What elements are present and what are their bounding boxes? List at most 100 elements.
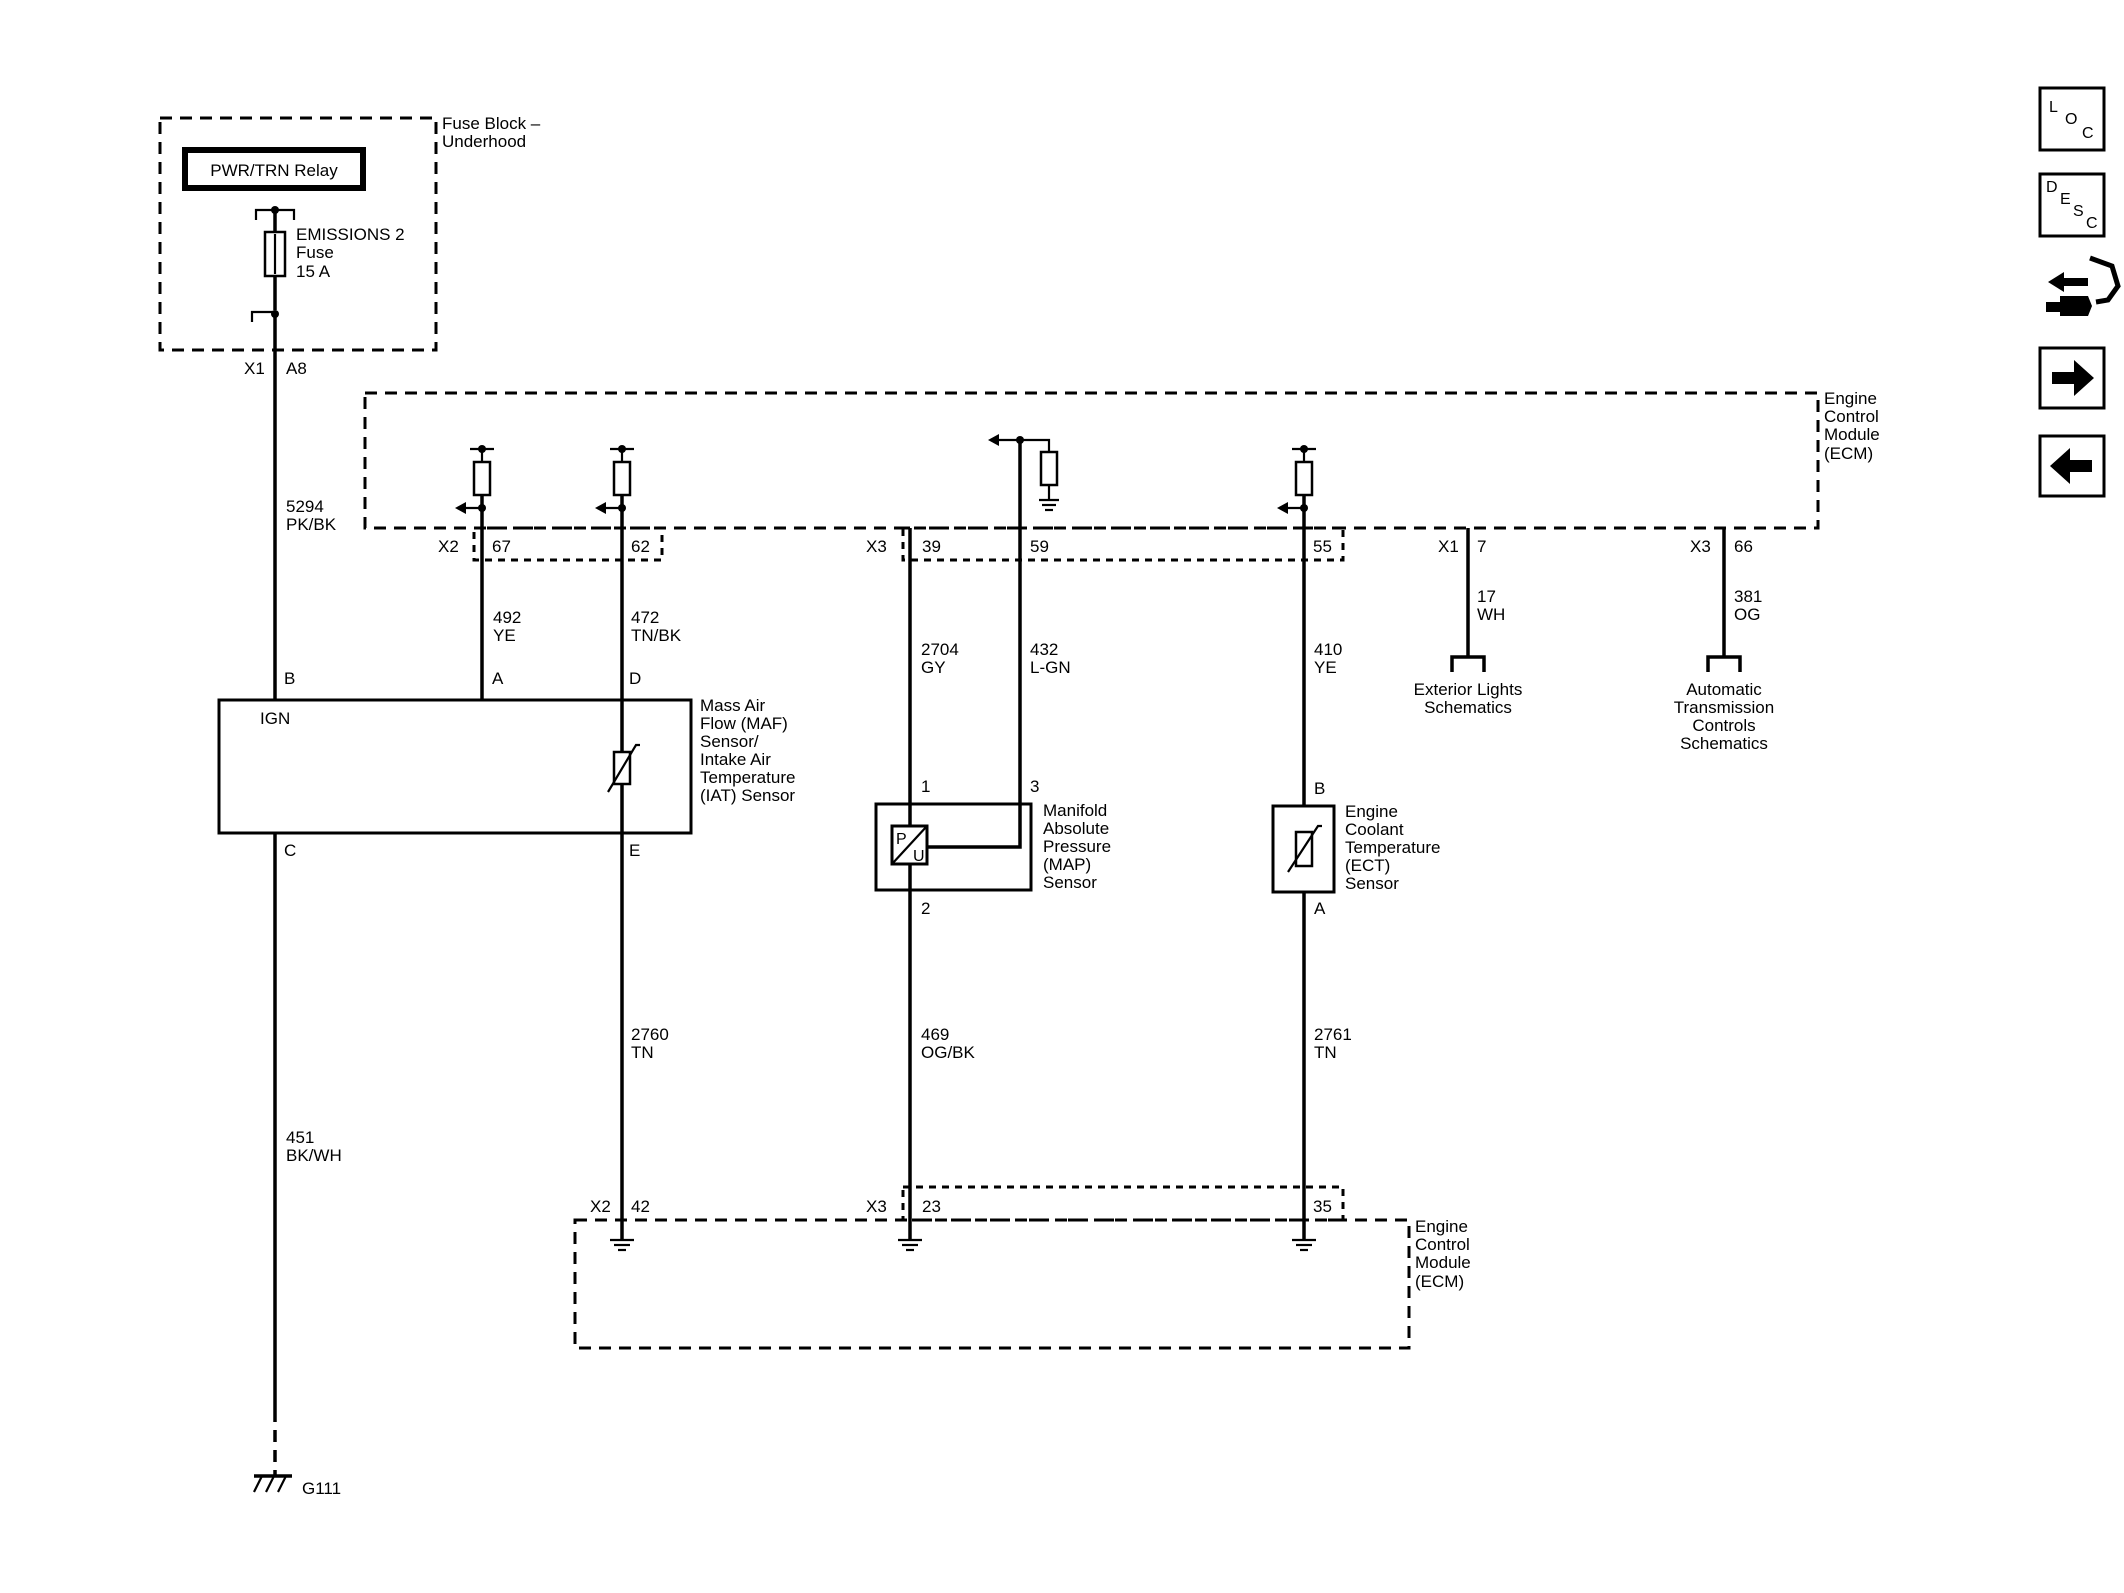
pin-23: 23: [922, 1197, 941, 1216]
desc-button[interactable]: D E S C: [2038, 172, 2106, 238]
ground-g111-icon: [253, 1474, 292, 1493]
map-label-5: Sensor: [1043, 873, 1097, 892]
pin-35: 35: [1313, 1197, 1332, 1216]
maf-label-4: Intake Air: [700, 750, 771, 769]
fuse-block-outline: [158, 116, 438, 352]
ecm-bottom-x3: X3: [866, 1197, 887, 1216]
map-pin-2: 2: [921, 899, 930, 918]
pin-7: 7: [1477, 537, 1486, 556]
fuse-block-label-1: Fuse Block –: [442, 114, 541, 133]
pin-66: 66: [1734, 537, 1753, 556]
fuse-block-label-2: Underhood: [442, 132, 526, 151]
pin-62: 62: [631, 537, 650, 556]
maf-sensor-body: [217, 698, 693, 835]
ect-label-5: Sensor: [1345, 874, 1399, 893]
arrow-right-icon: [2052, 360, 2094, 396]
ecm-top-outline: [363, 391, 1820, 530]
wire-2760-num: 2760: [631, 1025, 669, 1044]
ect-sensor: B A Engine Coolant Temperature (ECT) Sen…: [1271, 779, 1440, 918]
pin-39: 39: [922, 537, 941, 556]
ground-label: G111: [302, 1479, 341, 1498]
exterior-lights-label-2: Schematics: [1424, 698, 1512, 717]
ecm-ground-35-icon: [1292, 1238, 1316, 1252]
desc-d: D: [2046, 179, 2058, 196]
map-label-3: Pressure: [1043, 837, 1111, 856]
ect-pin-a: A: [1314, 899, 1326, 918]
wire-2704-color: GY: [921, 658, 946, 677]
prev-page-button[interactable]: [2038, 434, 2106, 498]
ecm-top: Engine Control Module (ECM) X2 67 62 X3 …: [363, 389, 1880, 562]
wire-469-num: 469: [921, 1025, 949, 1044]
ecm-top-label-1: Engine: [1824, 389, 1877, 408]
pullup-55: [1277, 445, 1316, 514]
wire-2761-num: 2761: [1314, 1025, 1352, 1044]
car-outline-icon: [2089, 255, 2121, 305]
maf-pin-a: A: [492, 669, 504, 688]
maf-label-2: Flow (MAF): [700, 714, 788, 733]
maf-label-6: (IAT) Sensor: [700, 786, 795, 805]
maf-label-1: Mass Air: [700, 696, 766, 715]
ect-pin-b: B: [1314, 779, 1325, 798]
fuse-word: Fuse: [296, 243, 334, 262]
relay-label: PWR/TRN Relay: [210, 161, 338, 180]
wire-492-color: YE: [493, 626, 516, 645]
loc-button[interactable]: L O C: [2038, 86, 2106, 152]
wire-17-num: 17: [1477, 587, 1496, 606]
desc-s: S: [2073, 203, 2084, 220]
desc-e: E: [2060, 191, 2071, 208]
map-sym-p: P: [896, 831, 907, 848]
fuse-block: Fuse Block – Underhood PWR/TRN Relay EMI…: [158, 114, 541, 378]
wire-410-color: YE: [1314, 658, 1337, 677]
connector-views-button[interactable]: [2046, 255, 2121, 316]
map-label-4: (MAP): [1043, 855, 1091, 874]
trans-label-1: Automatic: [1686, 680, 1762, 699]
ecm-top-x1: X1: [1438, 537, 1459, 556]
arrow-left-icon: [2050, 448, 2092, 484]
wrench-icon: [2060, 296, 2092, 316]
trans-controls-ref: 381 OG Automatic Transmission Controls S…: [1674, 528, 1774, 753]
ecm-top-x2: X2: [438, 537, 459, 556]
pin-42: 42: [631, 1197, 650, 1216]
ecm-top-x2-connector: [472, 526, 664, 562]
pullup-67: [455, 445, 494, 514]
pin-55: 55: [1313, 537, 1332, 556]
pullup-62: [595, 445, 634, 514]
fuse-rating: 15 A: [296, 262, 331, 281]
wire-2704-num: 2704: [921, 640, 959, 659]
wire-2761-color: TN: [1314, 1043, 1337, 1062]
maf-pin-e: E: [629, 841, 640, 860]
wire-381-color: OG: [1734, 605, 1760, 624]
wire-432-num: 432: [1030, 640, 1058, 659]
wire-492-num: 492: [493, 608, 521, 627]
wire-381-num: 381: [1734, 587, 1762, 606]
ecm-bottom-x2: X2: [590, 1197, 611, 1216]
map-pin-1: 1: [921, 777, 930, 796]
maf-ign-label: IGN: [260, 709, 290, 728]
wire-5294-color: PK/BK: [286, 515, 337, 534]
ecm-bottom-label-4: (ECM): [1415, 1272, 1464, 1291]
ecm-bottom-x3-connector: [901, 1185, 1345, 1222]
fuse-conn-x1: X1: [244, 359, 265, 378]
desc-c: C: [2086, 215, 2098, 232]
loc-c: C: [2082, 125, 2094, 142]
ecm-top-x3: X3: [866, 537, 887, 556]
maf-pin-b: B: [284, 669, 295, 688]
maf-pin-d: D: [629, 669, 641, 688]
relay-box: [182, 147, 366, 191]
double-arrow-icon: [2048, 272, 2088, 292]
wire-432-color: L-GN: [1030, 658, 1071, 677]
ecm-bottom-label-1: Engine: [1415, 1217, 1468, 1236]
loc-l: L: [2049, 99, 2058, 116]
ecm-bottom: X2 42 X3 23 35 Engine Control Module (EC…: [573, 1185, 1471, 1350]
ecm-top-x3b: X3: [1690, 537, 1711, 556]
ecm-bottom-label-2: Control: [1415, 1235, 1470, 1254]
next-page-button[interactable]: [2038, 346, 2106, 410]
maf-label-3: Sensor/: [700, 732, 759, 751]
fuse-connector-icon: [250, 310, 275, 322]
ecm-ground-23-icon: [898, 1238, 922, 1252]
map-sym-u: U: [913, 848, 925, 865]
trans-label-4: Schematics: [1680, 734, 1768, 753]
wire-410-num: 410: [1314, 640, 1342, 659]
